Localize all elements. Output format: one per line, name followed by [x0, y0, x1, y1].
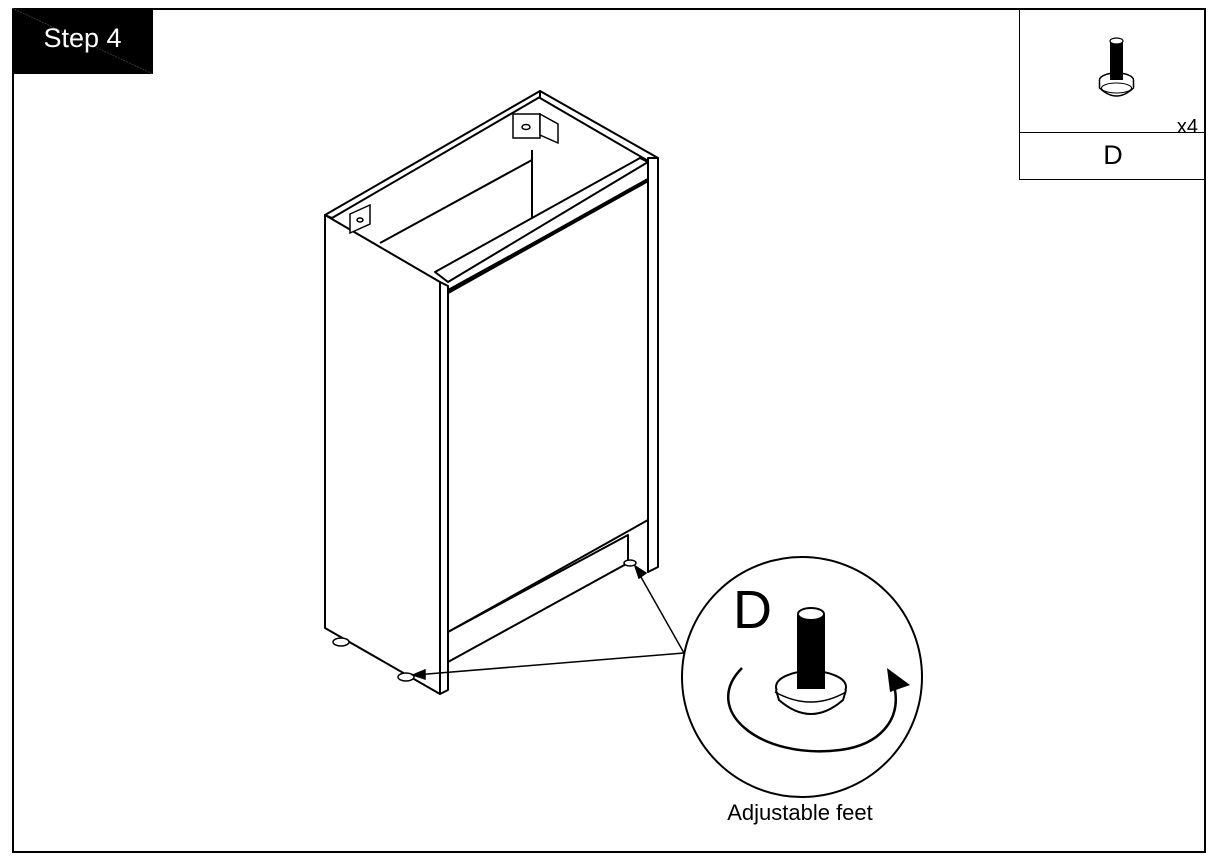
rotate-arrow-icon	[727, 667, 897, 753]
adjustable-foot-rotate-icon	[774, 607, 847, 715]
parts-box: x4 D	[1019, 8, 1206, 180]
adjustable-foot-icon	[1098, 37, 1135, 97]
parts-letter: D	[1103, 140, 1123, 170]
page-frame	[12, 8, 1206, 853]
callout-caption: Adjustable feet	[727, 800, 873, 825]
step-badge: Step 4	[12, 8, 153, 74]
step-label: Step 4	[43, 22, 122, 53]
callout-letter: D	[733, 580, 772, 640]
badge-diagonal-decoration	[12, 8, 153, 74]
cabinet-left-panel	[324, 214, 441, 695]
parts-divider	[1020, 132, 1206, 133]
